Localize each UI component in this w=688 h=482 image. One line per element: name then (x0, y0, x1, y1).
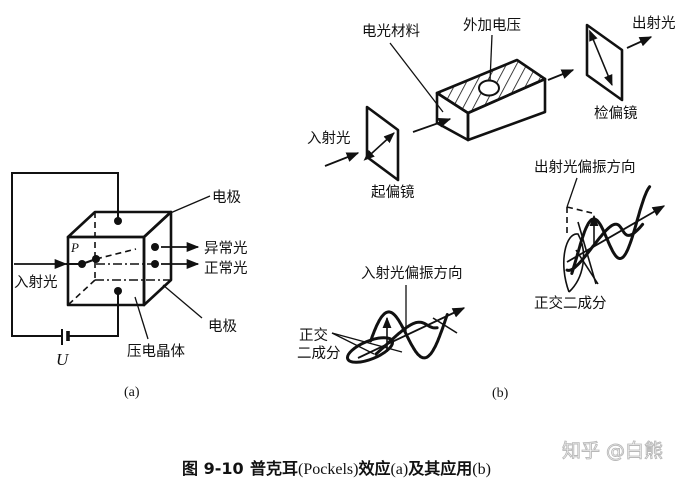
crystal-label: 压电晶体 (127, 343, 185, 360)
output-component-line-2 (575, 249, 599, 285)
cube-right-face (142, 210, 173, 307)
panel-b-application: 电光材料 外加电压 出射光 检偏镜 入射光 起偏镜 出射光偏振方向 正交二成分 … (297, 15, 676, 401)
polarizer-label: 起偏镜 (371, 183, 415, 201)
cube-front-face (66, 235, 146, 307)
output-wave-diagram (562, 177, 666, 293)
orthogonal-leader-2 (331, 332, 403, 353)
output-component-line-1 (577, 221, 597, 285)
analyzer-axis-icon (589, 29, 613, 87)
block-front-face (466, 77, 547, 142)
output-vertical-component-wave (570, 185, 652, 275)
extraordinary-exit-dot (151, 243, 159, 251)
entry-point-dot (78, 260, 86, 268)
incident-polarization-label: 入射光偏振方向 (361, 265, 463, 282)
crystal-cube (66, 210, 173, 307)
point-p-dot (92, 255, 100, 263)
watermark: 知乎 @白熊 (562, 440, 663, 462)
ordinary-exit-dot (151, 260, 159, 268)
caption-b: (b) (472, 461, 491, 478)
output-component-loop (562, 233, 585, 293)
caption-latin: (Pockels) (298, 461, 358, 478)
orthogonal-components-left-label-2: 二成分 (297, 345, 341, 362)
extraordinary-light-label: 异常光 (204, 240, 248, 257)
orthogonal-components-right-label: 正交二成分 (534, 294, 607, 312)
applied-voltage-label: 外加电压 (463, 17, 521, 34)
panel-b-label: (b) (492, 386, 509, 401)
point-p-label: P (70, 240, 79, 255)
circuit-wire-bottom (68, 291, 119, 337)
caption-part-3: 及其应用 (408, 459, 472, 478)
orthogonal-leader-1 (331, 332, 375, 355)
incident-light-label-b: 入射光 (307, 130, 351, 147)
incident-wave-diagram (331, 285, 466, 364)
electro-optic-block (435, 58, 547, 142)
output-horizontal-component-wave (565, 222, 645, 272)
electrode-bottom-leader (162, 284, 203, 319)
material-leader (389, 42, 444, 113)
panel-a-pockels-effect: 电极 异常光 正常光 入射光 电极 压电晶体 P U (a) (11, 172, 248, 400)
panel-a-label: (a) (124, 385, 140, 400)
top-electrode-dot (114, 217, 122, 225)
incident-light-label: 入射光 (14, 274, 58, 291)
analyzer-label: 检偏镜 (594, 104, 638, 122)
voltage-leader (489, 34, 493, 82)
output-polarization-dashed-1 (566, 206, 593, 214)
bottom-electrode-dot (114, 287, 122, 295)
analyzer-plate (585, 23, 624, 102)
hidden-edge-diagonal (67, 279, 96, 306)
orthogonal-components-left-label-1: 正交 (299, 326, 328, 344)
circuit-wire-top (11, 172, 119, 337)
figure-caption: 普克耳(Pockels)效应(a)及其应用(b) (250, 459, 491, 478)
caption-part-2: 效应 (358, 459, 390, 478)
caption-a: (a) (390, 461, 408, 478)
polarizer-axis-icon (363, 132, 395, 161)
voltage-label: U (56, 350, 70, 369)
electro-optic-material-label: 电光材料 (362, 23, 420, 40)
electrode-top-label: 电极 (212, 189, 241, 206)
figure-number: 图 9-10 (182, 459, 244, 478)
electrode-circle-icon (478, 79, 500, 97)
extraordinary-ray-inside (95, 248, 137, 260)
light-into-block-arrow (412, 118, 452, 133)
electrode-bottom-label: 电极 (208, 318, 237, 335)
incident-vertical-component-wave (369, 310, 449, 360)
caption-part-1: 普克耳 (250, 459, 298, 478)
output-polarization-leader (566, 177, 578, 208)
output-polarization-label: 出射光偏振方向 (534, 159, 636, 176)
crystal-leader (134, 296, 149, 340)
incident-crossing-line (432, 317, 458, 334)
incident-horizontal-component-wave (374, 320, 439, 356)
electrode-top-leader (167, 195, 211, 215)
ordinary-light-label: 正常光 (204, 260, 248, 277)
light-out-of-block-arrow (547, 69, 575, 81)
incident-light-arrow-b (324, 152, 360, 167)
output-light-label: 出射光 (632, 15, 676, 32)
output-light-arrow (626, 36, 653, 49)
